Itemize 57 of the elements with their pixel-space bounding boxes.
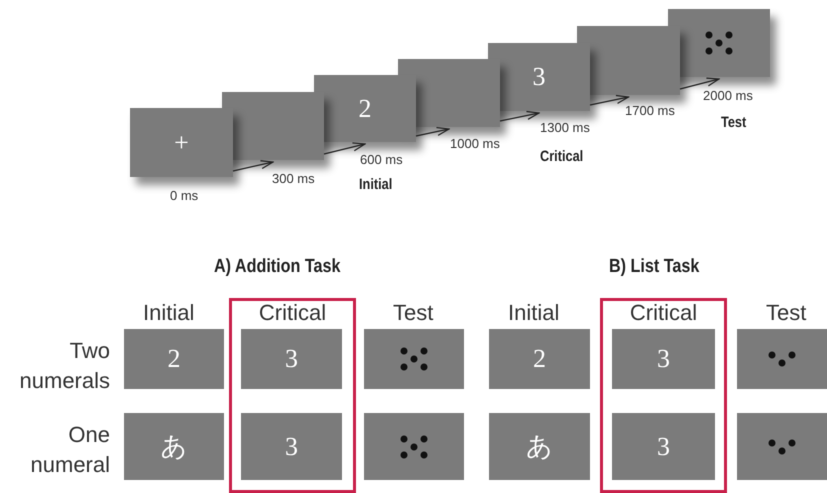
stimulus-symbol: あ xyxy=(160,431,188,463)
stimulus-card xyxy=(612,329,715,389)
stimulus-screen xyxy=(314,75,416,142)
stimulus-symbol: 3 xyxy=(285,432,298,462)
stimulus-card xyxy=(364,329,464,389)
arrow xyxy=(500,110,540,122)
task-heading: B) List Task xyxy=(609,256,700,278)
stimulus-symbol: 2 xyxy=(533,344,546,374)
column-header: Test xyxy=(766,300,806,326)
stimulus-card xyxy=(737,329,827,389)
stimulus-symbol: 3 xyxy=(657,344,670,374)
stimulus-screen xyxy=(222,92,324,160)
stimulus-card xyxy=(612,413,715,480)
column-header: Initial xyxy=(143,300,194,326)
phase-label: Critical xyxy=(540,148,584,165)
stimulus-symbol: 3 xyxy=(532,62,546,92)
highlight-frame xyxy=(229,298,356,493)
row-header: Two numerals xyxy=(18,337,110,395)
stimulus-symbol: 3 xyxy=(285,344,298,374)
column-header: Critical xyxy=(258,300,328,326)
time-label: 600 ms xyxy=(360,152,403,167)
stimulus-card xyxy=(124,413,224,480)
time-label: 2000 ms xyxy=(703,88,753,103)
stimulus-screen xyxy=(130,108,233,177)
phase-label: Initial xyxy=(359,176,392,193)
column-header: Test xyxy=(393,300,434,326)
phase-label: Test xyxy=(721,114,746,131)
time-label: 0 ms xyxy=(170,188,198,203)
time-label: 300 ms xyxy=(272,171,315,186)
stimulus-card xyxy=(241,413,342,480)
time-label: 1700 ms xyxy=(625,103,675,118)
column-header: Critical xyxy=(628,300,698,326)
stimulus-symbol: あ xyxy=(526,431,553,463)
stimulus-symbol: + xyxy=(174,128,189,158)
stimulus-screen xyxy=(488,43,590,111)
stimulus-card xyxy=(489,329,590,389)
arrow xyxy=(680,78,720,90)
arrow xyxy=(590,94,630,106)
stimulus-symbol: 2 xyxy=(358,94,372,124)
stimulus-screen xyxy=(668,9,770,77)
column-header: Initial xyxy=(508,300,560,326)
arrow xyxy=(232,160,274,172)
stimulus-card xyxy=(489,413,590,480)
time-label: 1000 ms xyxy=(450,136,500,151)
stimulus-card xyxy=(737,413,827,480)
stimulus-symbol: 2 xyxy=(168,344,180,374)
time-label: 1300 ms xyxy=(540,120,590,135)
stimulus-card xyxy=(364,413,464,480)
stimulus-screen xyxy=(577,26,680,95)
stimulus-card xyxy=(124,329,224,389)
arrow xyxy=(324,142,366,155)
stimulus-card xyxy=(241,329,342,389)
task-heading: A) Addition Task xyxy=(214,256,340,278)
highlight-frame xyxy=(600,298,727,493)
row-header: One numeral xyxy=(30,421,110,479)
stimulus-symbol: 3 xyxy=(657,432,670,462)
arrow xyxy=(416,126,450,137)
